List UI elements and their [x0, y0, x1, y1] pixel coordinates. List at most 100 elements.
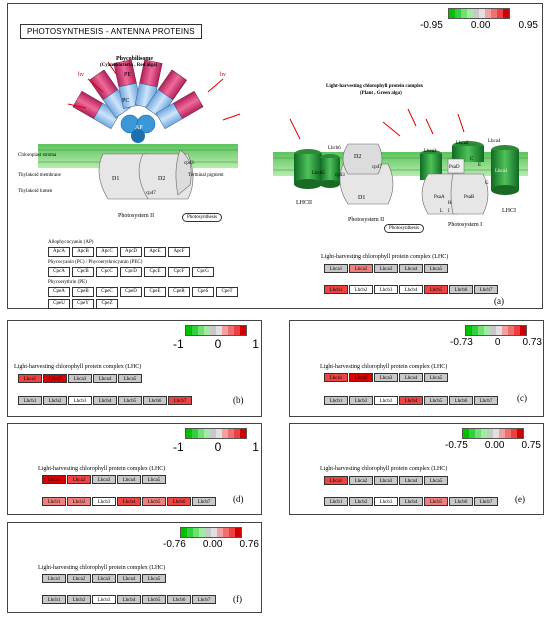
gene-box-lhca4[interactable]: Lhca4 — [117, 475, 141, 484]
gene-box-lhca1[interactable]: Lhca1 — [324, 476, 348, 485]
gene-box-cpcb[interactable]: CpcB — [72, 267, 94, 277]
photosynthesis-box-left[interactable]: Photosynthesis — [182, 213, 223, 222]
gene-box-lhcb1[interactable]: Lhcb1 — [42, 595, 66, 604]
gene-box-cper[interactable]: CpeR — [168, 287, 190, 297]
scale-swatch — [514, 326, 520, 335]
gene-box-apcb[interactable]: ApcB — [72, 247, 94, 257]
gene-box-cpca[interactable]: CpcA — [48, 267, 70, 277]
gene-box-lhcb4[interactable]: Lhcb4 — [117, 497, 141, 506]
gene-box-lhca3[interactable]: Lhca3 — [92, 475, 116, 484]
gene-box-lhca3[interactable]: Lhca3 — [68, 374, 92, 383]
gene-box-lhcb3[interactable]: Lhcb3 — [374, 497, 398, 506]
gene-box-lhca5[interactable]: Lhca5 — [424, 373, 448, 382]
gene-box-lhca4[interactable]: Lhca4 — [117, 574, 141, 583]
gene-box-lhcb2[interactable]: Lhcb2 — [349, 396, 373, 405]
gene-box-lhcb5[interactable]: Lhcb5 — [142, 595, 166, 604]
gene-box-cpez[interactable]: CpeZ — [96, 299, 118, 309]
l-label: L — [440, 209, 443, 214]
gene-box-lhcb3[interactable]: Lhcb3 — [92, 595, 116, 604]
gene-box-lhcb5[interactable]: Lhcb5 — [118, 396, 142, 405]
gene-box-lhca2[interactable]: Lhca2 — [67, 574, 91, 583]
gene-box-lhca2[interactable]: Lhca2 — [349, 373, 373, 382]
gene-box-lhcb4[interactable]: Lhcb4 — [399, 285, 423, 294]
gene-box-lhcb2[interactable]: Lhcb2 — [43, 396, 67, 405]
gene-box-lhcb1[interactable]: Lhcb1 — [42, 497, 66, 506]
gene-box-lhcb7[interactable]: Lhcb7 — [192, 595, 216, 604]
gene-box-lhcb3[interactable]: Lhcb3 — [374, 285, 398, 294]
gene-box-lhca5[interactable]: Lhca5 — [142, 475, 166, 484]
gene-box-apcd[interactable]: ApcD — [120, 247, 142, 257]
gene-box-lhcb6[interactable]: Lhcb6 — [167, 497, 191, 506]
gene-box-lhca2[interactable]: Lhca2 — [43, 374, 67, 383]
gene-box-cpes[interactable]: CpeS — [192, 287, 214, 297]
gene-box-cpcf[interactable]: CpcF — [168, 267, 190, 277]
gene-box-lhca3[interactable]: Lhca3 — [374, 373, 398, 382]
gene-box-lhca5[interactable]: Lhca5 — [424, 264, 448, 273]
gene-box-lhcb2[interactable]: Lhcb2 — [349, 497, 373, 506]
gene-box-cped[interactable]: CpeD — [120, 287, 142, 297]
gene-box-lhcb6[interactable]: Lhcb6 — [449, 497, 473, 506]
gene-box-lhcb6[interactable]: Lhcb6 — [449, 285, 473, 294]
gene-box-lhca1[interactable]: Lhca1 — [42, 475, 66, 484]
gene-box-lhcb2[interactable]: Lhcb2 — [349, 285, 373, 294]
gene-box-lhca3[interactable]: Lhca3 — [374, 476, 398, 485]
gene-box-lhcb7[interactable]: Lhcb7 — [474, 285, 498, 294]
gene-box-lhcb5[interactable]: Lhcb5 — [424, 396, 448, 405]
gene-box-lhcb7[interactable]: Lhcb7 — [192, 497, 216, 506]
gene-box-cpea[interactable]: CpeA — [48, 287, 70, 297]
gene-box-lhca1[interactable]: Lhca1 — [324, 264, 348, 273]
gene-box-cpcc[interactable]: CpcC — [96, 267, 118, 277]
gene-box-lhcb5[interactable]: Lhcb5 — [424, 285, 448, 294]
gene-box-cpec[interactable]: CpeC — [96, 287, 118, 297]
gene-box-cpeb[interactable]: CpeB — [72, 287, 94, 297]
gene-box-lhcb7[interactable]: Lhcb7 — [474, 396, 498, 405]
gene-box-lhca2[interactable]: Lhca2 — [349, 264, 373, 273]
gene-box-lhca4[interactable]: Lhca4 — [93, 374, 117, 383]
gene-box-cpcd[interactable]: CpcD — [120, 267, 142, 277]
gene-box-lhca5[interactable]: Lhca5 — [118, 374, 142, 383]
gene-box-lhcb4[interactable]: Lhcb4 — [93, 396, 117, 405]
gene-box-lhca5[interactable]: Lhca5 — [142, 574, 166, 583]
gene-box-lhcb7[interactable]: Lhcb7 — [474, 497, 498, 506]
gene-box-lhca3[interactable]: Lhca3 — [92, 574, 116, 583]
gene-box-lhcb4[interactable]: Lhcb4 — [399, 396, 423, 405]
gene-box-lhca1[interactable]: Lhca1 — [42, 574, 66, 583]
gene-box-lhcb7[interactable]: Lhcb7 — [168, 396, 192, 405]
gene-box-cpce[interactable]: CpcE — [144, 267, 166, 277]
gene-box-lhcb6[interactable]: Lhcb6 — [167, 595, 191, 604]
gene-box-lhcb1[interactable]: Lhcb1 — [18, 396, 42, 405]
gene-box-lhca3[interactable]: Lhca3 — [374, 264, 398, 273]
gene-box-lhcb6[interactable]: Lhcb6 — [143, 396, 167, 405]
gene-box-apca[interactable]: ApcA — [48, 247, 70, 257]
gene-box-cpey[interactable]: CpeY — [72, 299, 94, 309]
gene-box-lhcb2[interactable]: Lhcb2 — [67, 497, 91, 506]
gene-box-lhcb6[interactable]: Lhcb6 — [449, 396, 473, 405]
gene-box-lhcb1[interactable]: Lhcb1 — [324, 285, 348, 294]
gene-box-lhcb1[interactable]: Lhcb1 — [324, 396, 348, 405]
gene-box-lhca2[interactable]: Lhca2 — [67, 475, 91, 484]
gene-box-lhcb2[interactable]: Lhcb2 — [67, 595, 91, 604]
gene-box-cpee[interactable]: CpeE — [144, 287, 166, 297]
gene-box-cpeu[interactable]: CpeU — [48, 299, 70, 309]
gene-box-lhcb3[interactable]: Lhcb3 — [92, 497, 116, 506]
gene-box-cpcg[interactable]: CpcG — [192, 267, 214, 277]
gene-box-lhca1[interactable]: Lhca1 — [18, 374, 42, 383]
gene-box-lhcb5[interactable]: Lhcb5 — [142, 497, 166, 506]
gene-box-lhca4[interactable]: Lhca4 — [399, 476, 423, 485]
photosynthesis-box-right[interactable]: Photosynthesis — [384, 224, 425, 233]
gene-box-lhca4[interactable]: Lhca4 — [399, 264, 423, 273]
gene-box-lhca4[interactable]: Lhca4 — [399, 373, 423, 382]
gene-box-lhca5[interactable]: Lhca5 — [424, 476, 448, 485]
gene-box-lhcb4[interactable]: Lhcb4 — [399, 497, 423, 506]
gene-box-lhcb4[interactable]: Lhcb4 — [117, 595, 141, 604]
gene-box-lhcb3[interactable]: Lhcb3 — [68, 396, 92, 405]
gene-box-lhca2[interactable]: Lhca2 — [349, 476, 373, 485]
gene-box-apce[interactable]: ApcE — [144, 247, 166, 257]
gene-box-lhcb5[interactable]: Lhcb5 — [424, 497, 448, 506]
gene-box-apcf[interactable]: ApcF — [168, 247, 190, 257]
gene-box-lhcb1[interactable]: Lhcb1 — [324, 497, 348, 506]
gene-box-lhca1[interactable]: Lhca1 — [324, 373, 348, 382]
gene-box-apcc[interactable]: ApcC — [96, 247, 118, 257]
gene-box-cpet[interactable]: CpeT — [216, 287, 238, 297]
gene-box-lhcb3[interactable]: Lhcb3 — [374, 396, 398, 405]
